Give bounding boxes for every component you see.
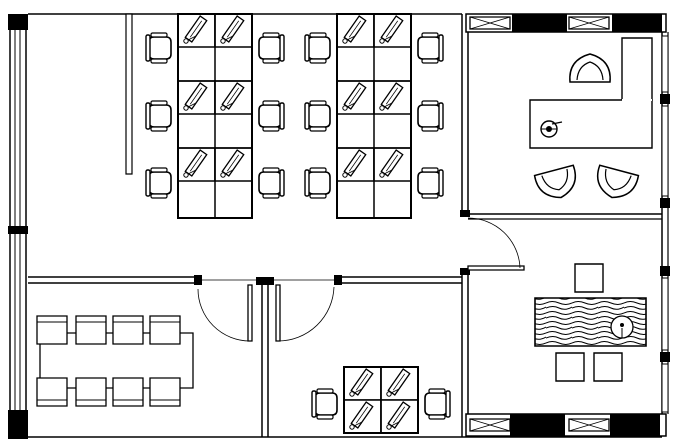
reception-counter <box>535 264 646 381</box>
meeting-chairs-bottom <box>37 378 180 406</box>
windows <box>469 16 668 432</box>
small-office-desks <box>311 367 451 433</box>
armchairs <box>534 54 638 203</box>
workstation-cluster-left <box>145 14 285 218</box>
doors <box>198 218 524 341</box>
counter-lamp-icon <box>611 316 633 338</box>
workstation-cluster-right <box>304 14 444 218</box>
desk-lamp-icon <box>541 121 562 137</box>
interior-walls <box>28 14 662 437</box>
meeting-table <box>37 316 193 406</box>
manager-desk <box>530 38 652 148</box>
column-marks <box>8 14 28 30</box>
meeting-chairs-top <box>37 316 180 344</box>
